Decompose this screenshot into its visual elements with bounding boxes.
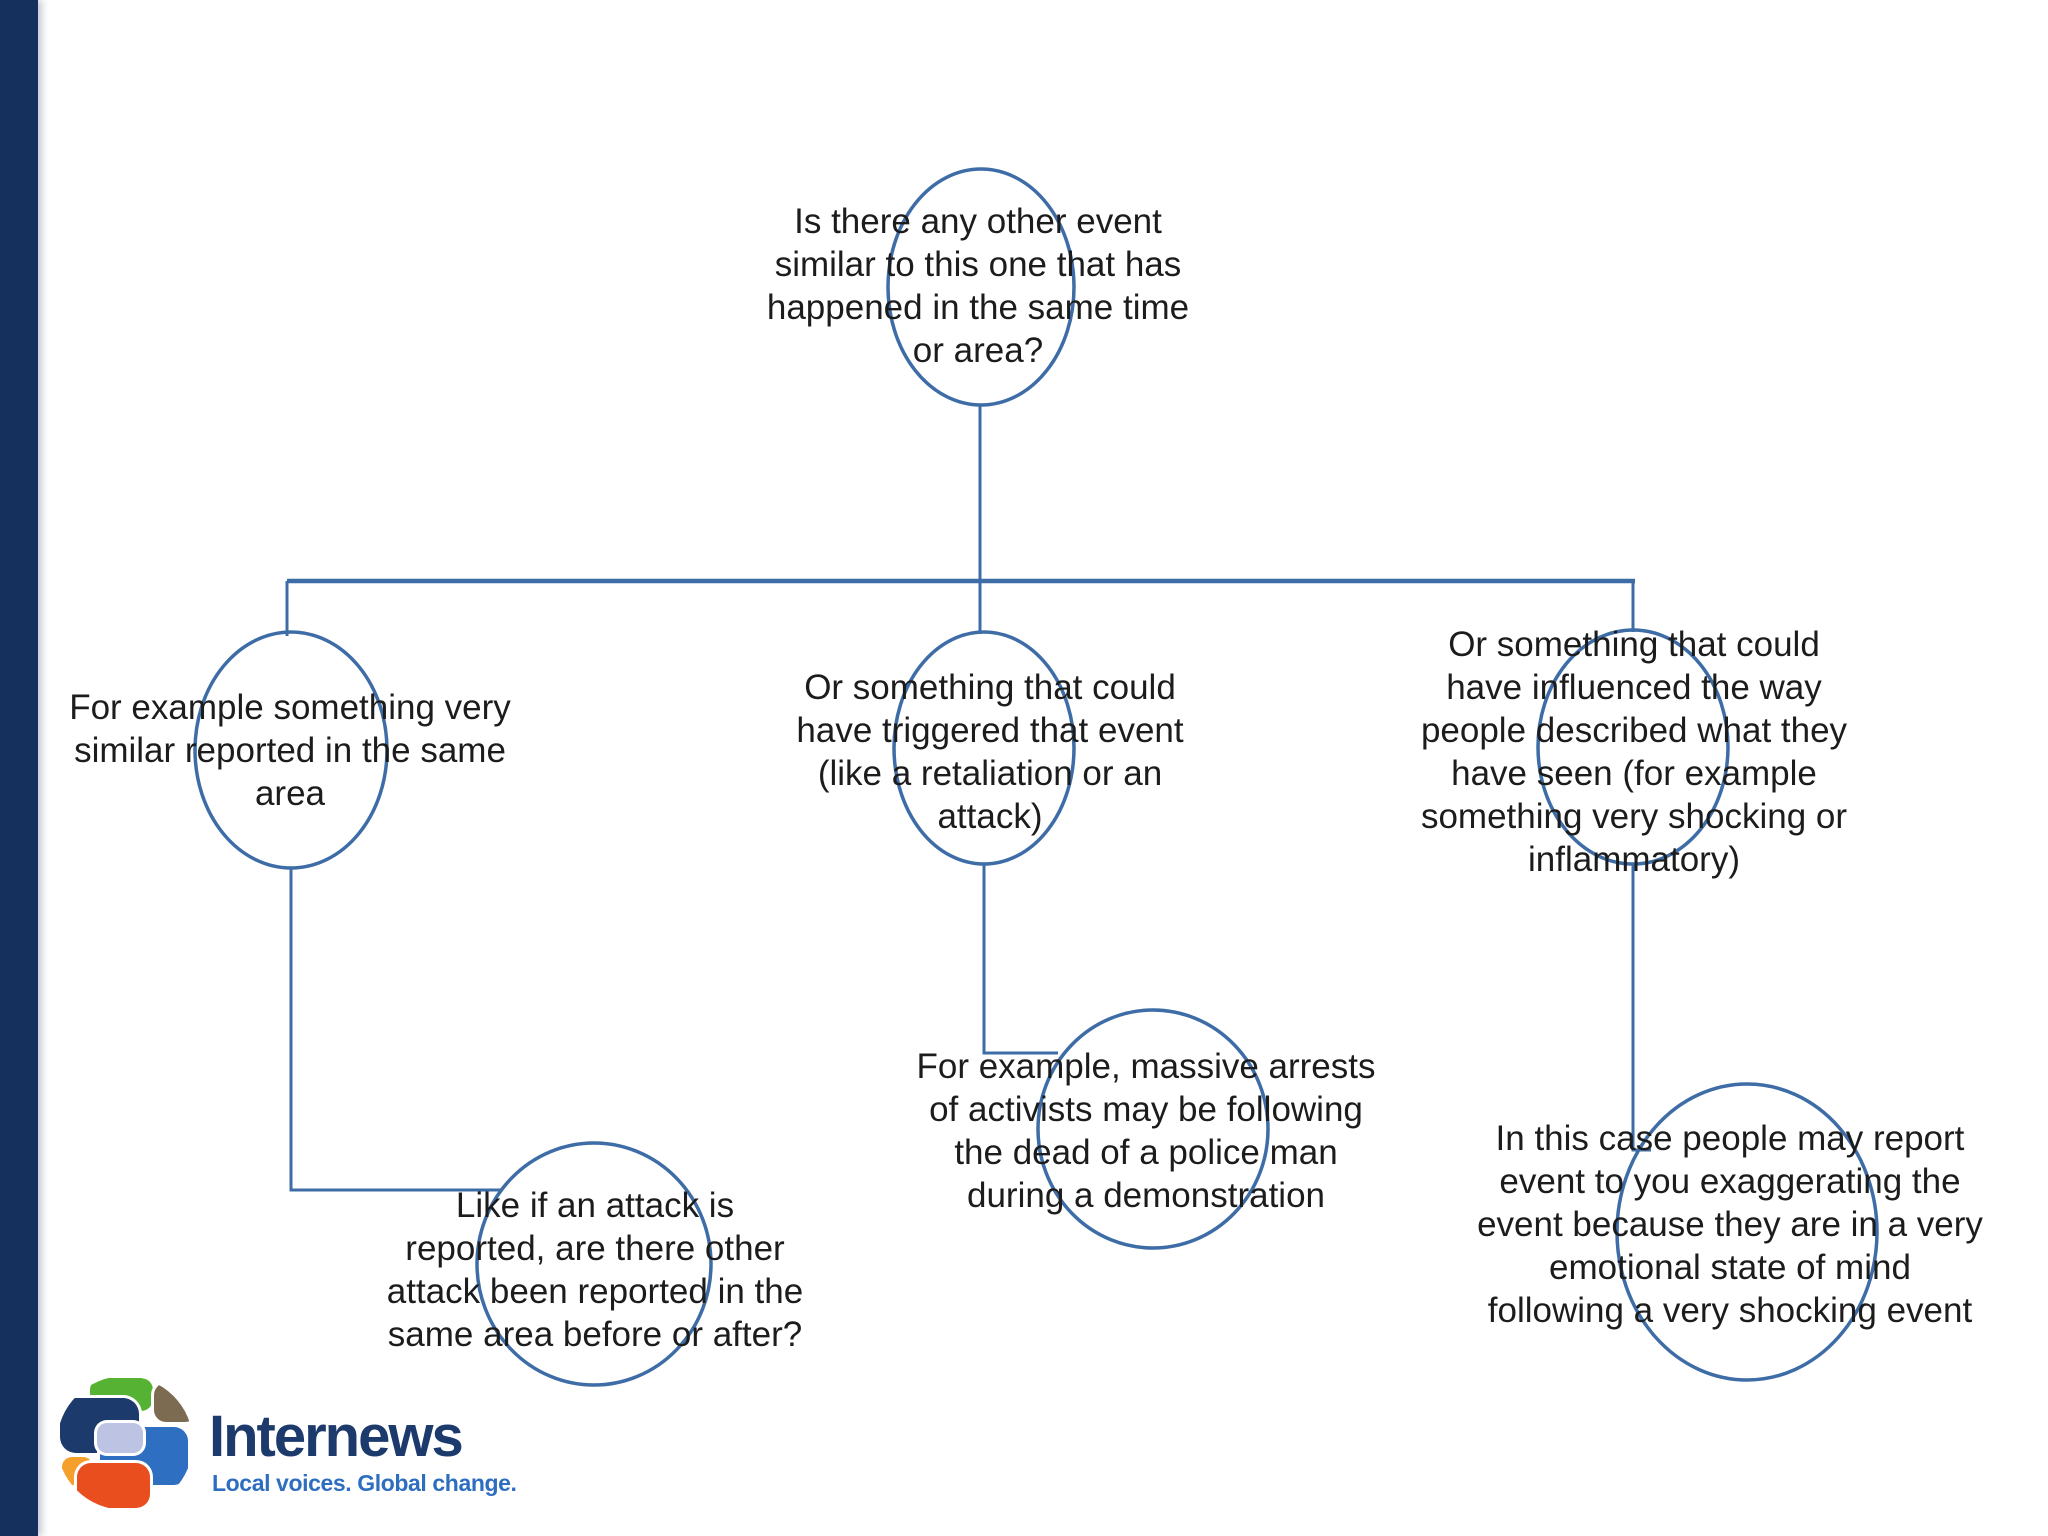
logo-tagline: Local voices. Global change.: [212, 1470, 517, 1496]
node-circle-example-exaggeration: [1615, 1082, 1879, 1382]
node-circle-example-attack: [475, 1141, 713, 1387]
node-label-root: Is there any other event similar to this…: [766, 202, 1190, 370]
node-circle-branch-influence: [1536, 628, 1730, 866]
node-label-branch-influence: Or something that could have influenced …: [1420, 625, 1848, 879]
node-circle-branch-same-area: [193, 630, 389, 870]
node-circle-example-arrests: [1036, 1008, 1270, 1250]
connector-left-example: [289, 868, 501, 1192]
logo-wordmark: Internews: [209, 1404, 464, 1469]
node-label-example-exaggeration: In this case people may report event to …: [1477, 1119, 1983, 1330]
node-label-example-attack: Like if an attack is reported, are there…: [386, 1186, 804, 1354]
node-circle-branch-trigger: [892, 630, 1076, 866]
node-label-branch-same-area: For example something very similar repor…: [69, 688, 511, 813]
node-label-example-arrests: For example, massive arrests of activist…: [916, 1047, 1376, 1215]
globe-tile-red: [77, 1463, 150, 1508]
connector-middle-example: [982, 864, 1058, 1055]
internews-logo: Internews Local voices. Global change.: [57, 1374, 657, 1524]
node-label-branch-trigger: Or something that could have triggered t…: [796, 668, 1184, 836]
internews-globe-icon: [57, 1376, 193, 1510]
globe-tile-olive: [154, 1383, 193, 1422]
node-circle-root: [886, 167, 1076, 407]
connector-right-example: [1631, 864, 1651, 1152]
slide-accent-bar: [0, 0, 38, 1536]
globe-tile-lavender: [97, 1423, 143, 1453]
